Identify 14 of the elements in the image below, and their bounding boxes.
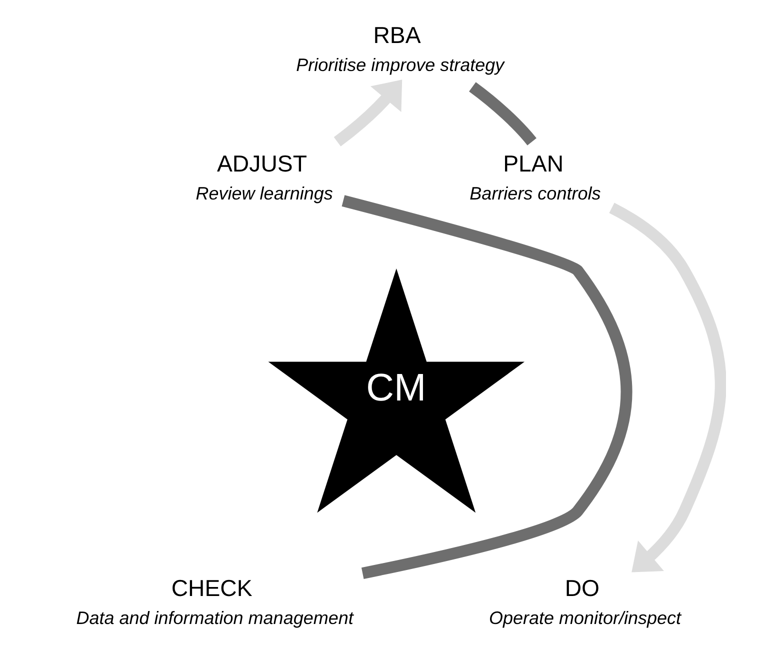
node-label: Operate monitor/inspect bbox=[488, 608, 682, 628]
connector bbox=[468, 82, 536, 146]
arrow bbox=[609, 202, 726, 572]
connector bbox=[342, 195, 632, 579]
node-label: Data and information management bbox=[76, 608, 354, 628]
node-text: ADJUST bbox=[217, 150, 307, 176]
node-text: PLAN bbox=[503, 150, 564, 176]
node-label: Prioritise improve strategy bbox=[296, 54, 504, 75]
node-text: RBA bbox=[373, 22, 421, 48]
arrow bbox=[334, 80, 402, 146]
node-text: CHECK bbox=[171, 574, 252, 601]
node-label: Barriers controls bbox=[470, 183, 601, 204]
node-text: DO bbox=[564, 574, 600, 601]
node-label: Review learnings bbox=[196, 183, 333, 204]
